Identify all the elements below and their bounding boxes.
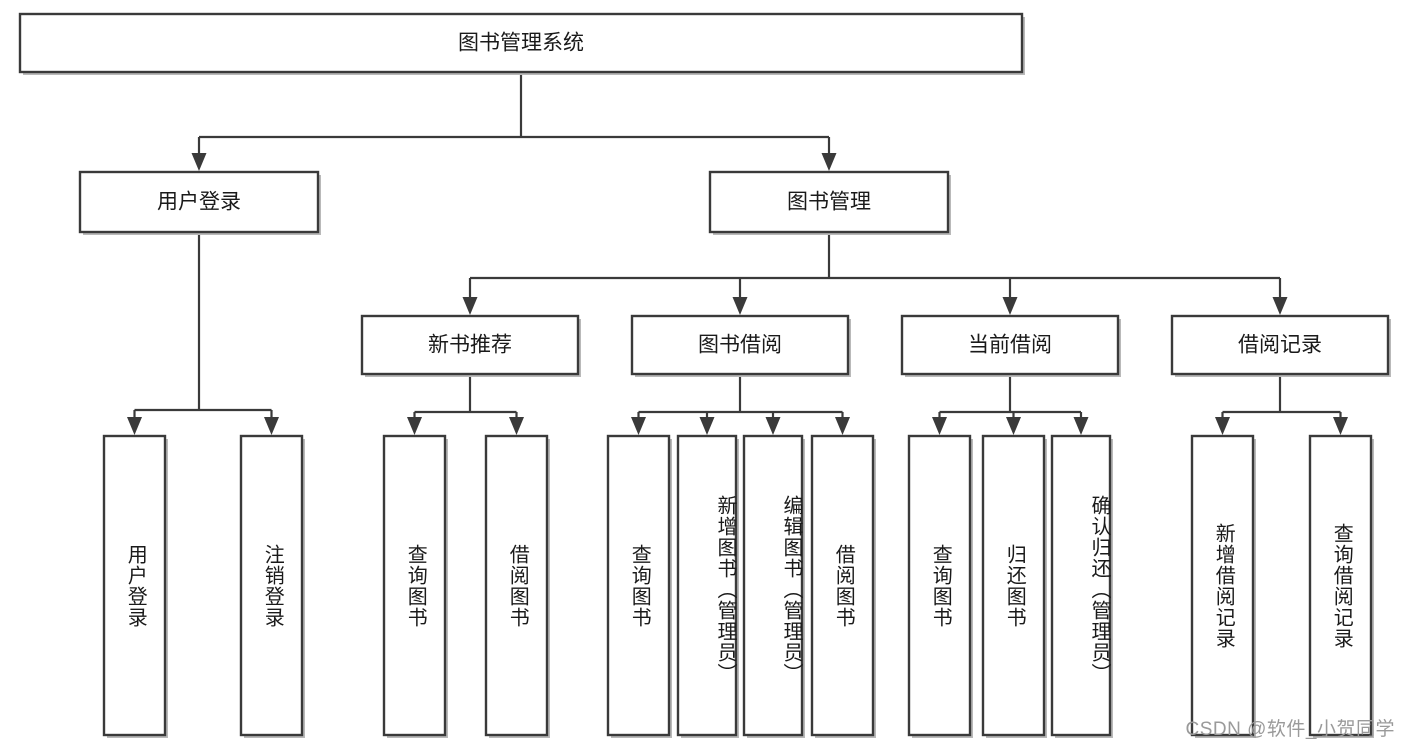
node-box-leaf-query-record[interactable]: [1308, 434, 1373, 737]
node-box-leaf-confirm-return[interactable]: [1050, 434, 1112, 737]
node-box-new-book[interactable]: [360, 314, 580, 376]
boxes-layer: [18, 12, 1391, 738]
node-box-current-borrow[interactable]: [900, 314, 1120, 376]
arrow-to-book-borrow: [732, 297, 748, 315]
node-box-book-borrow[interactable]: [630, 314, 850, 376]
node-box-borrow-record[interactable]: [1170, 314, 1390, 376]
arrow-to-borrow-record: [1272, 297, 1288, 315]
node-box-leaf-user-login[interactable]: [102, 434, 167, 737]
arrow-to-leaf-query-book-2: [631, 417, 646, 435]
arrow-to-leaf-borrow-book-2: [835, 417, 850, 435]
watermark-text: CSDN @软件_小贺同学: [1185, 719, 1395, 740]
arrow-to-leaf-borrow-book-1: [509, 417, 524, 435]
node-label-book-borrow: 图书借阅: [698, 334, 782, 357]
node-label-book-manage: 图书管理: [787, 191, 871, 214]
arrow-to-leaf-query-book-1: [407, 417, 422, 435]
node-box-leaf-borrow-book-2[interactable]: [810, 434, 875, 737]
node-box-leaf-borrow-book-1[interactable]: [484, 434, 549, 737]
node-box-leaf-query-book-1[interactable]: [382, 434, 447, 737]
node-box-root[interactable]: [18, 12, 1024, 74]
node-box-leaf-query-book-2[interactable]: [606, 434, 671, 737]
node-box-book-manage[interactable]: [708, 170, 950, 234]
node-label-current-borrow: 当前借阅: [968, 334, 1052, 357]
node-box-user-login[interactable]: [78, 170, 320, 234]
arrow-to-leaf-query-book-3: [932, 417, 947, 435]
arrow-to-leaf-user-logout: [264, 417, 279, 435]
node-box-leaf-edit-book[interactable]: [742, 434, 804, 737]
arrow-to-leaf-add-record: [1215, 417, 1230, 435]
arrow-to-leaf-add-book: [699, 417, 715, 435]
node-label-borrow-record: 借阅记录: [1238, 334, 1322, 357]
connectors-layer: [127, 72, 1348, 435]
arrow-to-new-book: [462, 297, 478, 315]
node-label-user-login: 用户登录: [157, 191, 241, 214]
node-box-leaf-add-record[interactable]: [1190, 434, 1255, 737]
node-label-new-book: 新书推荐: [428, 334, 512, 357]
arrow-to-leaf-edit-book: [765, 417, 781, 435]
arrow-to-book-manage: [821, 153, 837, 171]
node-box-leaf-user-logout[interactable]: [239, 434, 304, 737]
node-box-leaf-add-book[interactable]: [676, 434, 738, 737]
node-label-root: 图书管理系统: [458, 32, 584, 55]
arrow-to-user-login: [191, 153, 207, 171]
arrow-to-leaf-confirm-return: [1073, 417, 1089, 435]
arrow-to-leaf-user-login: [127, 417, 142, 435]
node-box-leaf-return-book[interactable]: [981, 434, 1046, 737]
arrow-to-leaf-query-record: [1333, 417, 1348, 435]
arrow-to-leaf-return-book: [1006, 417, 1021, 435]
node-box-leaf-query-book-3[interactable]: [907, 434, 972, 737]
arrow-to-current-borrow: [1002, 297, 1018, 315]
